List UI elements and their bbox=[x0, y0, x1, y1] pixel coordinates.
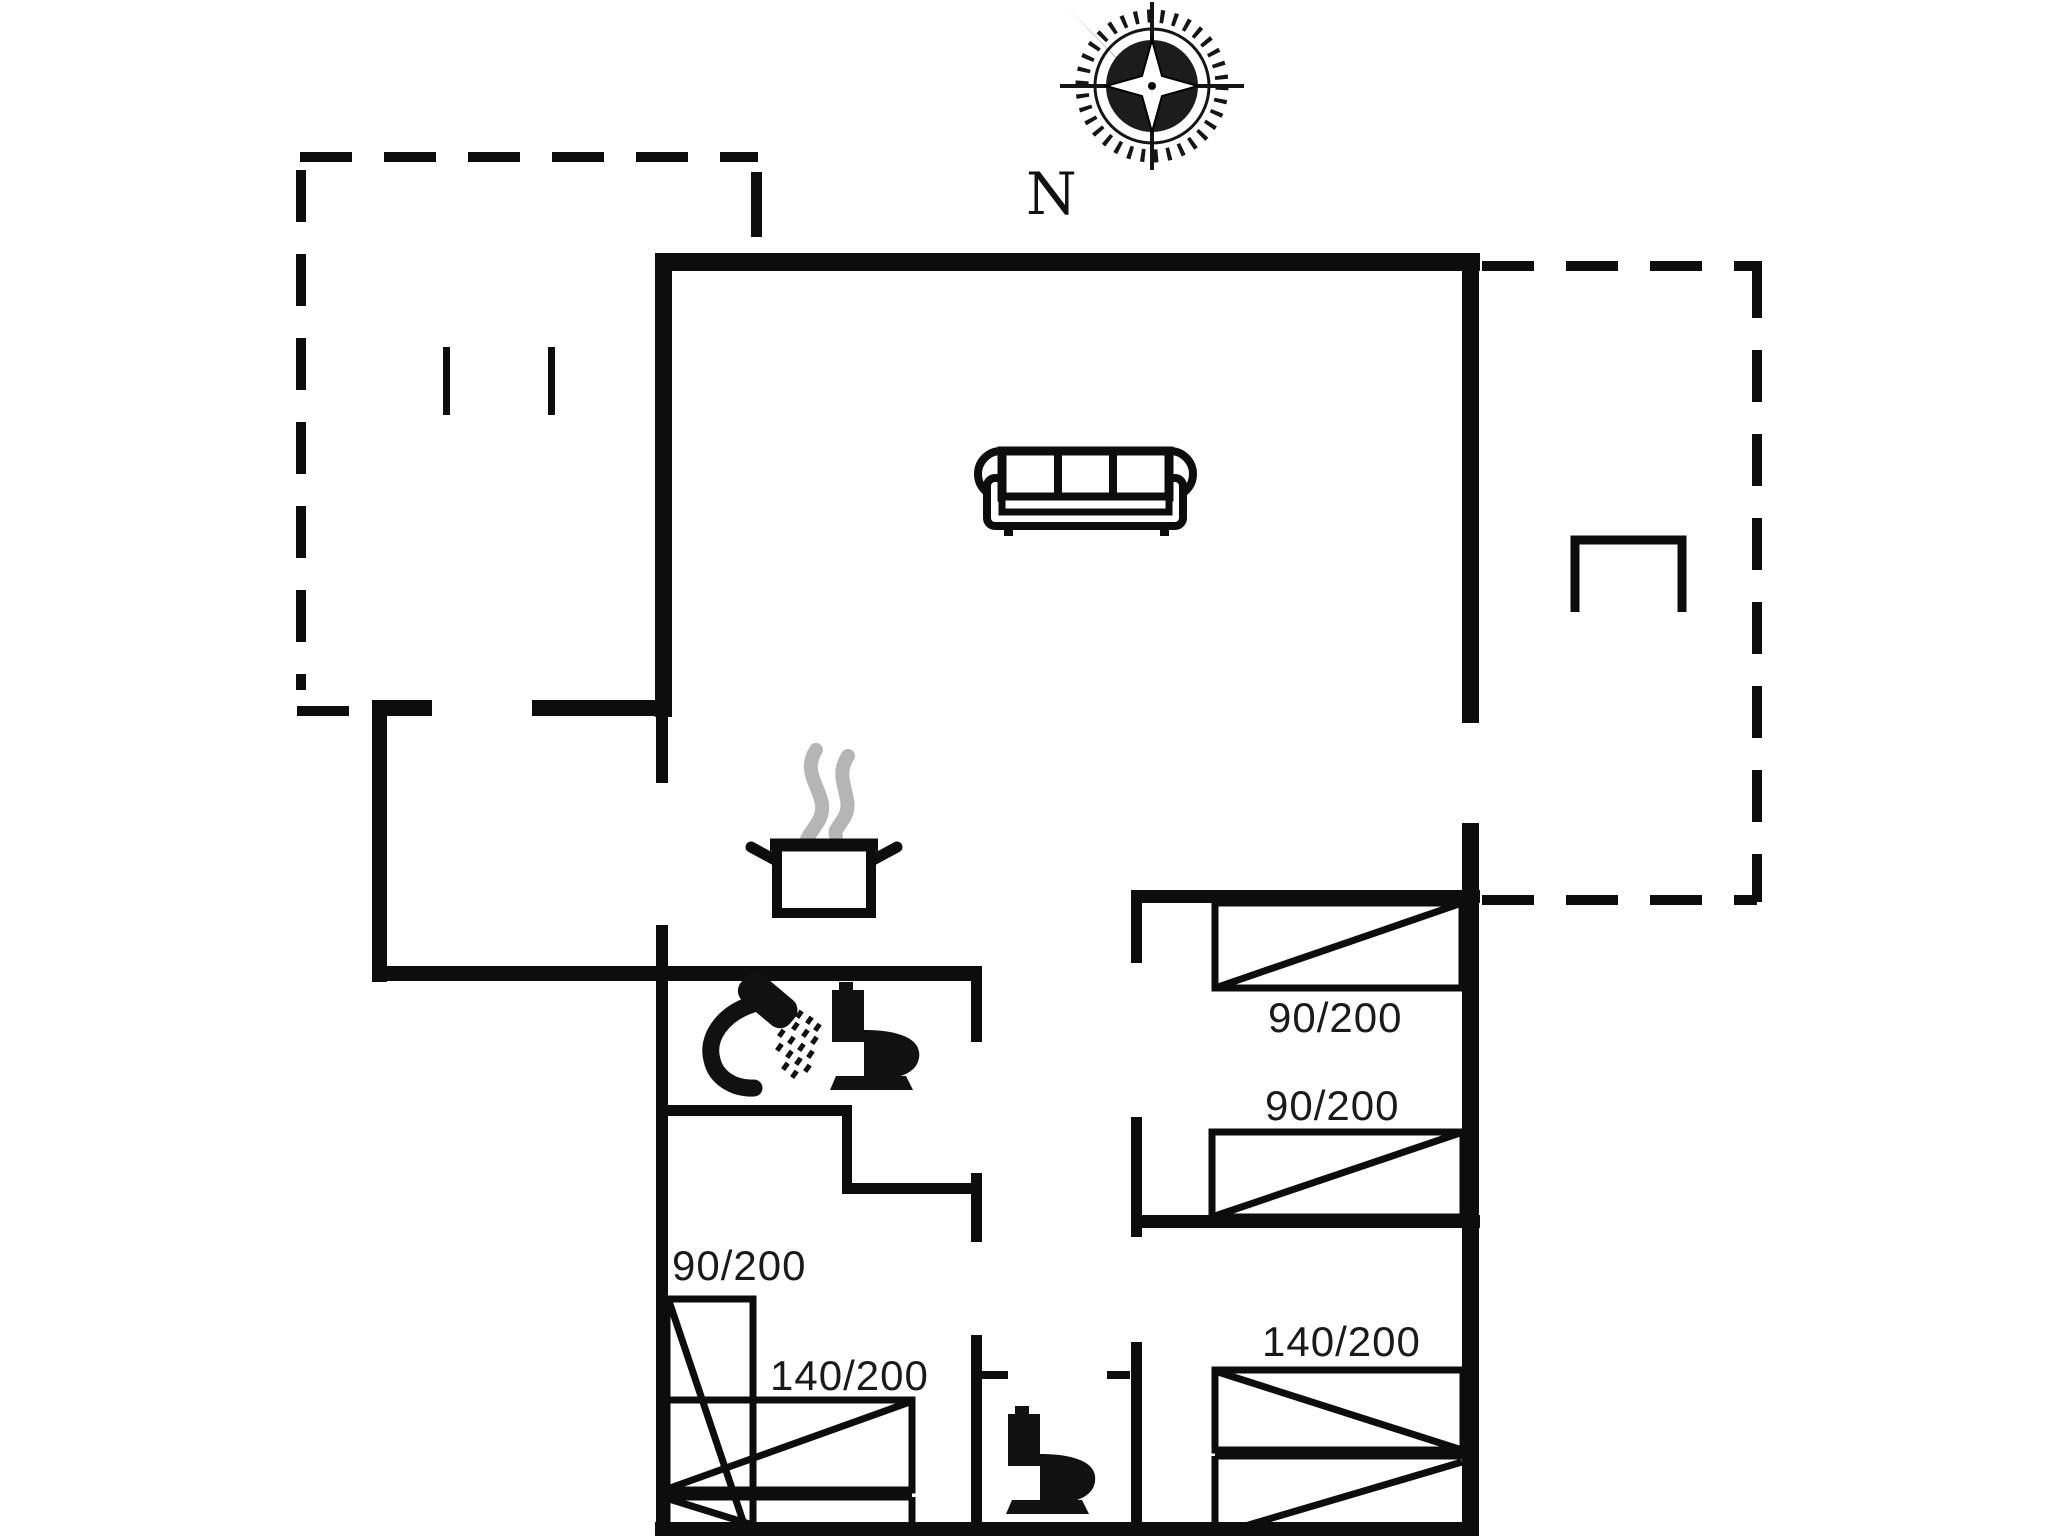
bed-right-top bbox=[1211, 899, 1466, 992]
bed-left-double bbox=[663, 1396, 916, 1536]
terrace-outline-top-left bbox=[296, 152, 758, 716]
bed-size-label-left-single: 90/200 bbox=[672, 1242, 807, 1289]
compass-rose-icon bbox=[1060, 2, 1244, 170]
shower-spray-dots bbox=[775, 1003, 822, 1079]
toilet-icon bbox=[830, 982, 920, 1090]
terrace-outline-right bbox=[1482, 261, 1762, 905]
cooking-pot-icon bbox=[745, 838, 903, 918]
bed-right-double bbox=[1211, 1366, 1467, 1536]
beds bbox=[663, 899, 1467, 1536]
bed-size-label-right-top: 90/200 bbox=[1268, 994, 1403, 1041]
terrace-edge-post bbox=[751, 172, 762, 237]
steam-icon bbox=[798, 743, 855, 855]
shower-icon bbox=[702, 972, 822, 1097]
north-label: N bbox=[1026, 160, 1077, 228]
dining-table-icon bbox=[1570, 535, 1687, 612]
bed-right-bottom bbox=[1208, 1128, 1467, 1221]
bed-size-label-left-double: 140/200 bbox=[770, 1352, 929, 1399]
bed-size-label-right-bottom: 90/200 bbox=[1265, 1082, 1400, 1129]
sofa-icon bbox=[974, 446, 1197, 536]
exterior-walls bbox=[372, 253, 1480, 1536]
bed-size-label-right-double: 140/200 bbox=[1262, 1318, 1421, 1365]
toilet-icon-2 bbox=[1006, 1406, 1096, 1514]
window-marks bbox=[443, 347, 555, 415]
